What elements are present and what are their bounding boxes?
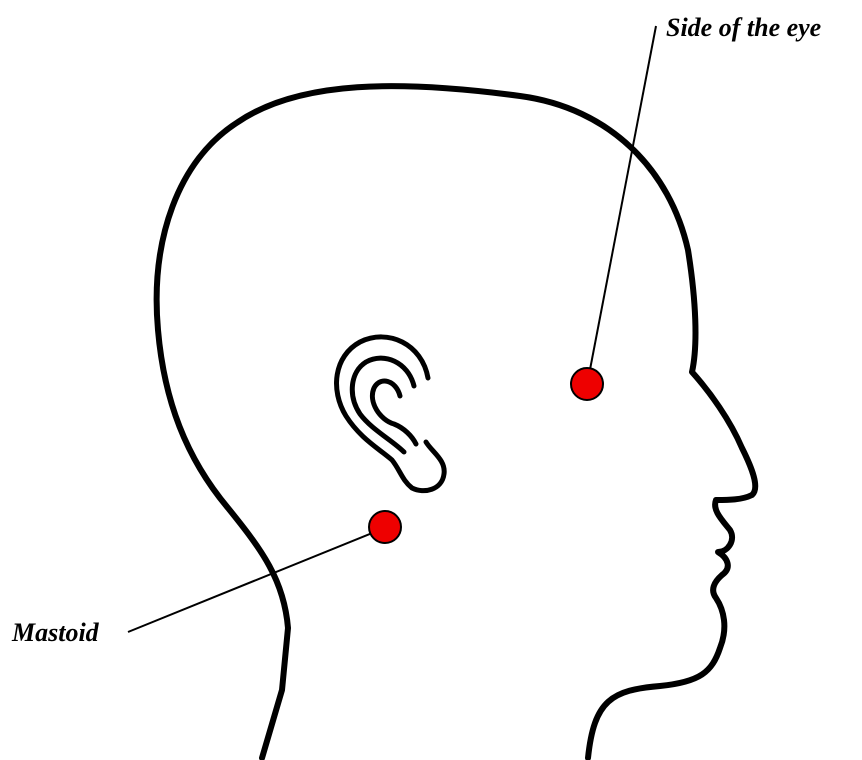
- eye-point-marker: [571, 368, 603, 400]
- mastoid-label: Mastoid: [11, 618, 100, 647]
- mastoid-point-marker: [369, 511, 401, 543]
- head-outline: [157, 86, 756, 758]
- eye-leader-line: [588, 26, 656, 380]
- eye-label: Side of the eye: [666, 13, 821, 42]
